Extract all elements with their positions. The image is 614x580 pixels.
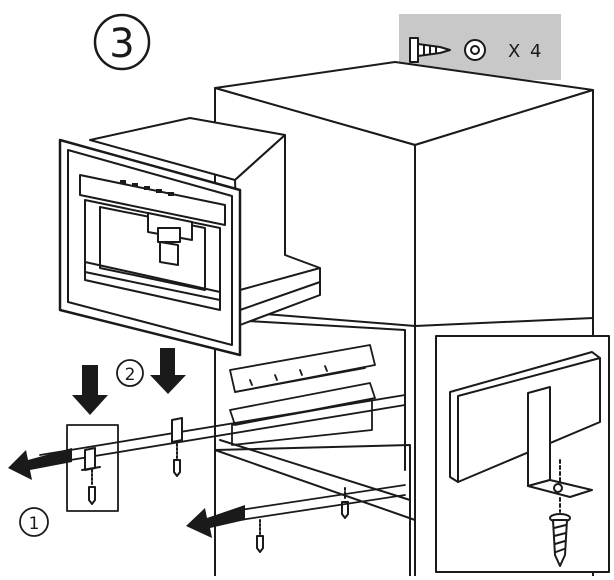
screw-icon-large bbox=[549, 513, 571, 567]
base-rail bbox=[39, 394, 406, 521]
detail-box-large bbox=[435, 335, 610, 573]
left-arrow-upper bbox=[8, 448, 72, 480]
coffee-machine bbox=[58, 117, 321, 357]
callout-1: 1 bbox=[19, 507, 49, 537]
parts-quantity: X 4 bbox=[508, 41, 544, 62]
detail-box-small bbox=[66, 424, 119, 512]
step-number: 3 bbox=[109, 21, 134, 67]
callout-2-label: 2 bbox=[125, 365, 136, 385]
down-arrow-right bbox=[150, 348, 186, 394]
left-arrow-lower bbox=[186, 505, 245, 538]
washer-icon bbox=[464, 39, 486, 61]
small-screw-front bbox=[256, 519, 264, 553]
small-screw-right bbox=[341, 487, 349, 519]
callout-2: 2 bbox=[116, 359, 144, 387]
down-arrow-left bbox=[72, 365, 108, 415]
screw-icon bbox=[409, 37, 451, 63]
callout-1-label: 1 bbox=[29, 514, 40, 534]
mounting-rails bbox=[229, 344, 376, 446]
step-number-badge: 3 bbox=[93, 13, 151, 71]
small-bracket-middle bbox=[171, 417, 183, 477]
